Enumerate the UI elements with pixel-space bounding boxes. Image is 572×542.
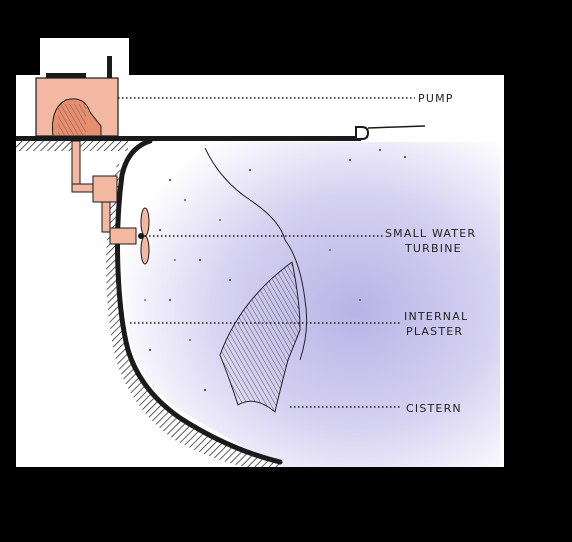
- turbine-pipe: [101, 201, 111, 233]
- turbine-body: [109, 227, 137, 245]
- pump-motor-shading: [58, 104, 86, 136]
- earth-hatch: [106, 160, 280, 472]
- ground-slab: [16, 136, 361, 141]
- turbine-blade-bottom: [140, 235, 150, 265]
- label-pump: PUMP: [418, 92, 454, 105]
- label-plaster-line1: INTERNAL: [404, 310, 468, 323]
- water-speckles: [144, 149, 406, 391]
- label-turbine-line1: SMALL WATER: [385, 227, 476, 240]
- turbine-blade-top: [140, 207, 150, 237]
- label-plaster-line2: PLASTER: [406, 325, 463, 338]
- pipe-outlet: [355, 126, 370, 140]
- turbine-hub: [138, 233, 144, 239]
- label-turbine-line2: TURBINE: [404, 242, 462, 255]
- pipe-extension: [367, 125, 426, 129]
- valve-box: [92, 175, 118, 203]
- paper-tab: [40, 38, 129, 78]
- rock-crack: [204, 147, 308, 361]
- label-cistern: CISTERN: [406, 402, 462, 415]
- cistern-water: [121, 142, 500, 467]
- leader-lines: [118, 97, 415, 408]
- pump-stack: [107, 56, 112, 78]
- pump-vent: [46, 73, 86, 78]
